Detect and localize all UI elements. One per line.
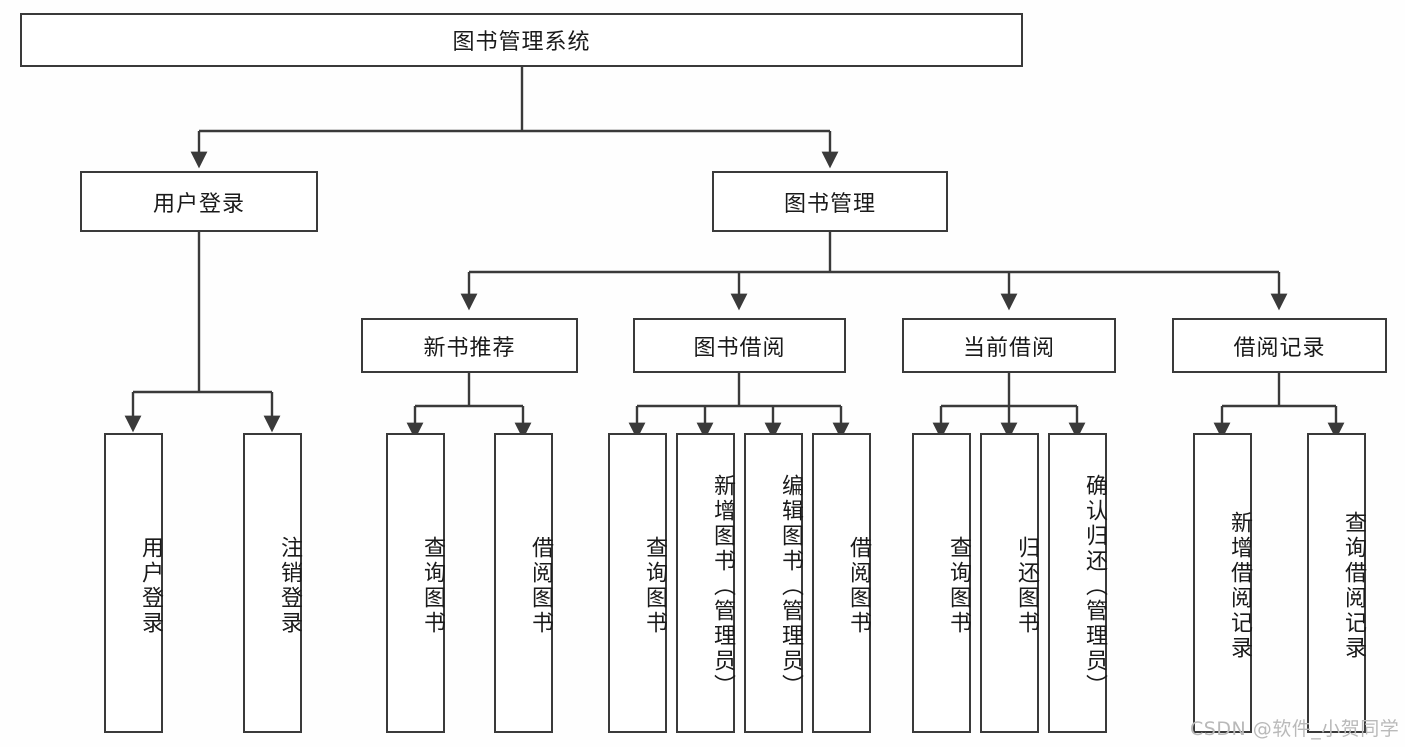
- node-user-login[interactable]: 用户登录: [80, 171, 318, 232]
- leaf-query-record-label: 查询借阅记录: [1341, 511, 1366, 661]
- leaf-query-book-2-label: 查询图书: [642, 536, 667, 636]
- node-root[interactable]: 图书管理系统: [20, 13, 1023, 67]
- node-new-book-recommend[interactable]: 新书推荐: [361, 318, 578, 373]
- leaf-query-book-3-label: 查询图书: [946, 536, 971, 636]
- node-book-borrow-label: 图书借阅: [693, 335, 786, 361]
- leaf-query-record[interactable]: 查询借阅记录: [1307, 433, 1366, 733]
- leaf-logout-login-label: 注销登录: [277, 536, 302, 636]
- leaf-borrow-book-2[interactable]: 借阅图书: [812, 433, 871, 733]
- node-book-manage-label: 图书管理: [783, 191, 876, 217]
- node-root-label: 图书管理系统: [452, 30, 591, 55]
- leaf-return-book-label: 归还图书: [1014, 536, 1039, 636]
- leaf-user-login[interactable]: 用户登录: [104, 433, 163, 733]
- leaf-query-book-2[interactable]: 查询图书: [608, 433, 667, 733]
- leaf-query-book-3[interactable]: 查询图书: [912, 433, 971, 733]
- leaf-return-book[interactable]: 归还图书: [980, 433, 1039, 733]
- leaf-query-book-1[interactable]: 查询图书: [386, 433, 445, 733]
- node-new-book-recommend-label: 新书推荐: [423, 335, 516, 361]
- leaf-edit-book-label: 编辑图书（管理员）: [778, 473, 803, 699]
- leaf-add-book[interactable]: 新增图书（管理员）: [676, 433, 735, 733]
- leaf-logout-login[interactable]: 注销登录: [243, 433, 302, 733]
- leaf-confirm-return[interactable]: 确认归还（管理员）: [1048, 433, 1107, 733]
- leaf-edit-book[interactable]: 编辑图书（管理员）: [744, 433, 803, 733]
- node-current-borrow-label: 当前借阅: [962, 335, 1055, 361]
- leaf-borrow-book-1-label: 借阅图书: [528, 536, 553, 636]
- leaf-borrow-book-1[interactable]: 借阅图书: [494, 433, 553, 733]
- node-book-manage[interactable]: 图书管理: [712, 171, 948, 232]
- leaf-add-record-label: 新增借阅记录: [1227, 511, 1252, 661]
- node-borrow-record[interactable]: 借阅记录: [1172, 318, 1387, 373]
- node-current-borrow[interactable]: 当前借阅: [902, 318, 1116, 373]
- node-user-login-label: 用户登录: [152, 191, 245, 217]
- node-borrow-record-label: 借阅记录: [1233, 335, 1326, 361]
- csdn-watermark: CSDN @软件_小贺同学: [1190, 718, 1400, 740]
- node-book-borrow[interactable]: 图书借阅: [633, 318, 846, 373]
- leaf-query-book-1-label: 查询图书: [420, 536, 445, 636]
- leaf-add-book-label: 新增图书（管理员）: [710, 473, 735, 699]
- leaf-confirm-return-label: 确认归还（管理员）: [1082, 473, 1107, 699]
- leaf-user-login-label: 用户登录: [138, 536, 163, 636]
- leaf-borrow-book-2-label: 借阅图书: [846, 536, 871, 636]
- leaf-add-record[interactable]: 新增借阅记录: [1193, 433, 1252, 733]
